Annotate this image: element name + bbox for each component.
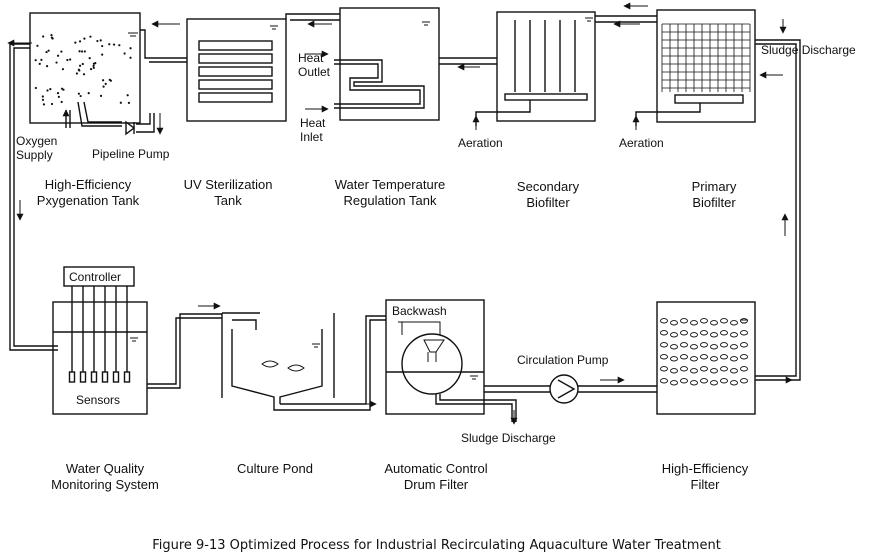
stage-label-line: High-Efficiency — [661, 461, 749, 476]
aeration-primary-label: Aeration — [619, 136, 664, 150]
heat-inlet-label: Heat Inlet — [300, 116, 325, 144]
label-line: Heat — [300, 116, 326, 130]
oxygen-supply-pipe — [62, 109, 71, 128]
label-line: Supply — [16, 148, 53, 162]
oxygenation-tank — [29, 12, 141, 124]
stage-label-line: Primary — [691, 179, 737, 194]
stage-label-he-filter: High-Efficiency Filter — [650, 461, 760, 493]
pipeline-pump-label: Pipeline Pump — [92, 147, 170, 161]
stage-label-drum-filter: Automatic Control Drum Filter — [366, 461, 506, 493]
stage-label-uv: UV Sterilization Tank — [172, 177, 284, 209]
stage-label-oxygenation: High-Efficiency Pxygenation Tank — [28, 177, 148, 209]
controller-label: Controller — [69, 270, 122, 284]
stage-label-line: Tank — [214, 193, 242, 208]
culture-pond-tank — [221, 312, 335, 404]
heat-outlet-label: Heat Outlet — [298, 51, 330, 79]
primary-biofilter — [635, 9, 787, 126]
stage-label-culture-pond: Culture Pond — [220, 461, 330, 477]
label-line: Heat — [298, 51, 324, 65]
stage-label-line: Water Temperature — [334, 177, 446, 192]
sludge-discharge-bottom-label: Sludge Discharge — [461, 431, 556, 445]
pipe-filter-to-primary-inner — [755, 43, 797, 377]
stage-label-secondary: Secondary Biofilter — [498, 179, 598, 211]
stage-label-line: Monitoring System — [51, 477, 159, 492]
circulation-pump-label: Circulation Pump — [517, 353, 609, 367]
pipe-oxygenation-to-monitoring — [9, 43, 58, 351]
figure-caption: Figure 9-13 Optimized Process for Indust… — [152, 538, 721, 553]
pipeline-pump — [77, 101, 164, 136]
stage-label-line: Water Quality — [65, 461, 145, 476]
stage-label-line: Secondary — [516, 179, 580, 194]
stage-label-temp: Water Temperature Regulation Tank — [322, 177, 458, 209]
label-line: Outlet — [298, 65, 331, 79]
stage-label-line: High-Efficiency — [44, 177, 132, 192]
backwash-label: Backwash — [392, 304, 447, 318]
secondary-biofilter — [475, 11, 596, 126]
stage-label-line: Culture Pond — [237, 461, 313, 476]
stage-label-line: UV Sterilization — [183, 177, 273, 192]
temp-regulation-tank — [334, 7, 440, 121]
monitoring-tank — [52, 266, 148, 415]
stage-label-primary: Primary Biofilter — [664, 179, 764, 211]
drum-filter — [385, 299, 518, 425]
sensors-label: Sensors — [76, 393, 121, 407]
sludge-discharge-top-label: Sludge Discharge — [761, 43, 856, 57]
label-line: Inlet — [300, 130, 323, 144]
high-efficiency-filter — [656, 301, 756, 415]
label-line: Oxygen — [16, 134, 58, 148]
stage-label-monitoring: Water Quality Monitoring System — [30, 461, 180, 493]
stage-label-line: Pxygenation Tank — [36, 193, 140, 208]
aeration-secondary-label: Aeration — [458, 136, 503, 150]
stage-label-line: Biofilter — [692, 195, 736, 210]
stage-label-line: Drum Filter — [403, 477, 469, 492]
oxygen-supply-label: Oxygen Supply — [16, 134, 57, 162]
uv-sterilization-tank — [186, 18, 287, 122]
stage-label-line: Biofilter — [526, 195, 570, 210]
stage-label-line: Regulation Tank — [343, 193, 437, 208]
stage-label-line: Filter — [690, 477, 720, 492]
circulation-pump — [484, 374, 793, 404]
stage-label-line: Automatic Control — [384, 461, 488, 476]
